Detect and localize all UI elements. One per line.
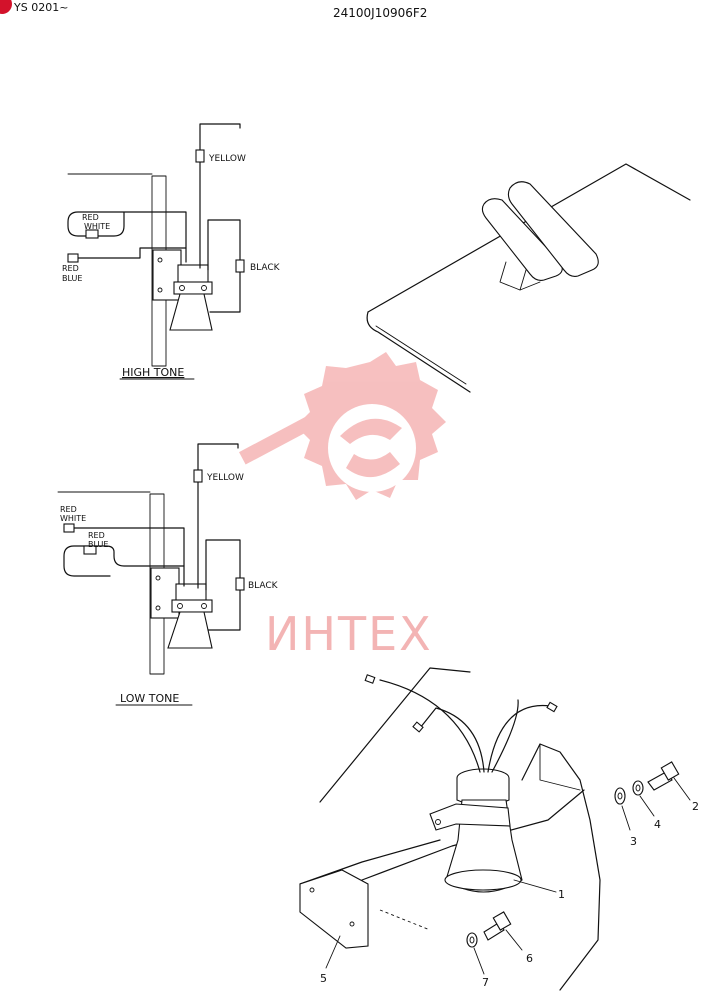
lt-red-blue-label-2: BLUE bbox=[88, 540, 108, 549]
callout-2: 2 bbox=[692, 800, 699, 813]
lt-red-white-label-2: WHITE bbox=[60, 514, 86, 523]
callout-4: 4 bbox=[654, 818, 661, 831]
high-tone-title: HIGH TONE bbox=[122, 366, 184, 379]
callout-1: 1 bbox=[558, 888, 565, 901]
lt-yellow-label: YELLOW bbox=[206, 473, 244, 483]
brand-mark-icon bbox=[0, 0, 12, 14]
horn-assembly-exploded-view bbox=[299, 667, 691, 991]
ht-red-blue-label-1: RED bbox=[62, 264, 79, 273]
high-tone-wiring bbox=[67, 123, 245, 367]
ht-red-white-label-1: RED bbox=[82, 213, 99, 222]
callout-7: 7 bbox=[482, 976, 489, 989]
ht-red-white-label-2: WHITE bbox=[84, 222, 110, 231]
callout-6: 6 bbox=[526, 952, 533, 965]
lt-black-label: BLACK bbox=[248, 581, 279, 591]
watermark-text: ИНТЕХ bbox=[265, 607, 433, 661]
callout-3: 3 bbox=[630, 835, 637, 848]
lt-red-blue-label-1: RED bbox=[88, 531, 105, 540]
callout-5: 5 bbox=[320, 972, 327, 985]
part-number: 24100J10906F2 bbox=[333, 6, 428, 20]
low-tone-title: LOW TONE bbox=[120, 692, 179, 705]
lt-red-white-label-1: RED bbox=[60, 505, 77, 514]
low-tone-wiring bbox=[57, 443, 245, 675]
watermark-gear-logo bbox=[239, 352, 446, 500]
ht-red-blue-label-2: BLUE bbox=[62, 274, 82, 283]
floor-with-pedals bbox=[366, 163, 691, 393]
series-code: YS 0201~ bbox=[14, 1, 69, 14]
ht-yellow-label: YELLOW bbox=[208, 154, 246, 164]
ht-black-label: BLACK bbox=[250, 263, 281, 273]
